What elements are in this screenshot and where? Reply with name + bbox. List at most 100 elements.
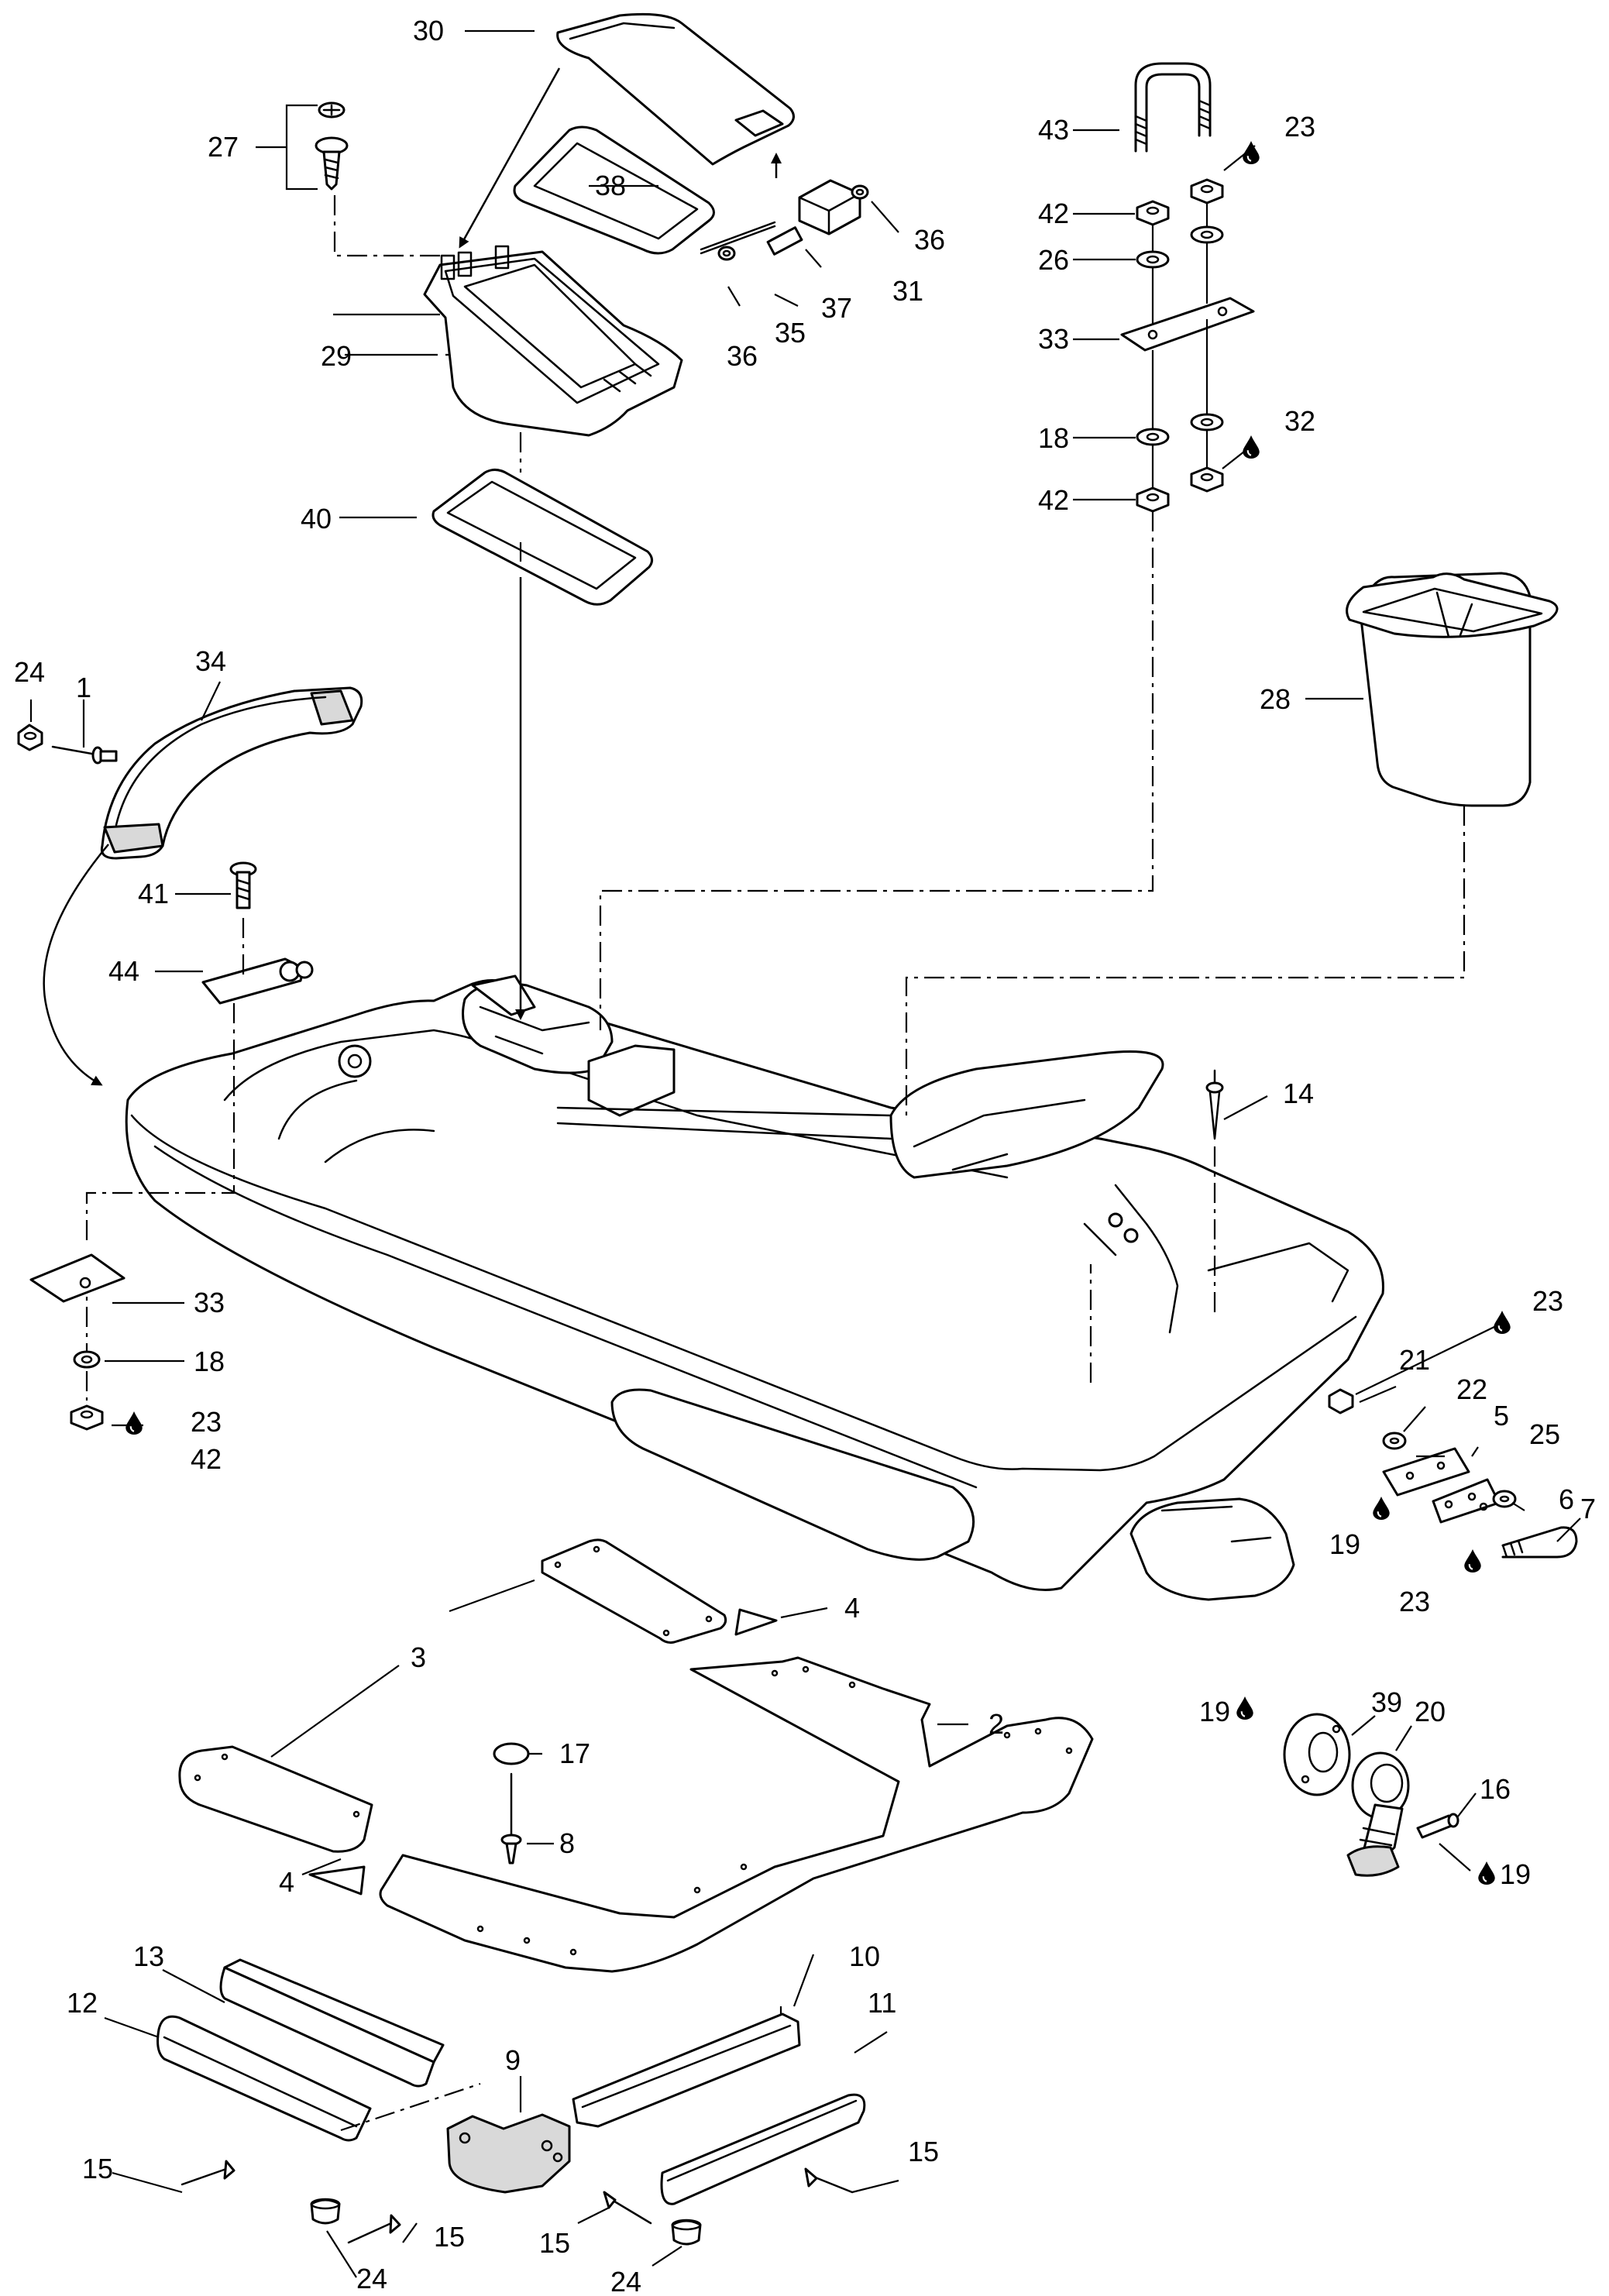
part-plate xyxy=(1432,1478,1501,1524)
part-rivet xyxy=(180,2160,236,2186)
part-washer xyxy=(717,246,736,261)
part-storage-bin xyxy=(1346,572,1559,807)
part-latch xyxy=(798,179,861,235)
part-screw xyxy=(1416,1813,1459,1839)
callout-32: 32 xyxy=(1284,405,1315,437)
part-triangle-plate xyxy=(734,1608,778,1636)
callout-31: 31 xyxy=(892,275,923,307)
part-nut xyxy=(1190,466,1224,493)
callout-29: 29 xyxy=(321,340,352,372)
callout-21: 21 xyxy=(1399,1344,1430,1376)
part-drain-plug xyxy=(1346,1751,1410,1877)
callout-18b: 18 xyxy=(194,1346,225,1377)
lubricant-drop-icon xyxy=(1464,1549,1481,1572)
part-nut xyxy=(1190,178,1224,205)
part-bolt xyxy=(229,861,257,909)
part-nut xyxy=(1328,1388,1354,1414)
part-spring xyxy=(766,226,803,256)
part-cap-nut xyxy=(17,724,43,751)
part-washer xyxy=(1492,1490,1517,1508)
callout-25: 25 xyxy=(1529,1418,1560,1450)
part-plate xyxy=(29,1253,125,1303)
callout-18a: 18 xyxy=(1038,422,1069,454)
part-u-bolt xyxy=(1134,62,1212,153)
part-rub-rail xyxy=(156,2015,372,2142)
callout-24a: 24 xyxy=(14,656,45,688)
part-rivet xyxy=(603,2191,652,2225)
callout-20: 20 xyxy=(1415,1696,1446,1727)
lubricant-drop-icon xyxy=(125,1411,143,1435)
part-nut xyxy=(70,1404,104,1431)
callout-24c: 24 xyxy=(610,2266,641,2296)
callout-16: 16 xyxy=(1480,1773,1511,1805)
callout-15b: 15 xyxy=(908,2136,939,2167)
callout-33b: 33 xyxy=(194,1287,225,1318)
part-nut xyxy=(1136,200,1170,226)
callout-42c: 42 xyxy=(191,1443,222,1475)
part-glove-box xyxy=(423,245,683,437)
callout-15a: 15 xyxy=(82,2153,113,2184)
part-cap xyxy=(671,2219,702,2246)
part-hull xyxy=(125,974,1384,1601)
part-nut xyxy=(1136,486,1170,513)
part-glove-box-gasket xyxy=(431,469,653,606)
callout-13: 13 xyxy=(133,1940,164,1972)
callout-37: 37 xyxy=(821,292,852,324)
part-washer xyxy=(1136,428,1170,446)
callout-26: 26 xyxy=(1038,244,1069,276)
callout-33a: 33 xyxy=(1038,323,1069,355)
callout-10: 10 xyxy=(849,1940,880,1972)
lubricant-drop-icon xyxy=(1494,1311,1511,1334)
part-cap xyxy=(310,2198,341,2225)
callout-39: 39 xyxy=(1371,1686,1402,1718)
part-rub-rail xyxy=(572,2012,801,2128)
callout-5: 5 xyxy=(1494,1400,1509,1432)
lubricant-drop-icon xyxy=(1373,1497,1390,1520)
part-rivet xyxy=(804,2167,854,2194)
callout-23a: 23 xyxy=(1284,111,1315,143)
part-wear-plate xyxy=(541,1538,727,1644)
callout-17: 17 xyxy=(559,1737,590,1769)
callout-42a: 42 xyxy=(1038,198,1069,229)
part-rivet xyxy=(1205,1069,1224,1140)
part-corner-piece xyxy=(446,2113,571,2194)
callout-23b: 23 xyxy=(191,1406,222,1438)
callout-3: 3 xyxy=(411,1641,426,1673)
callout-44: 44 xyxy=(108,955,139,987)
callout-30: 30 xyxy=(413,15,444,46)
callout-2: 2 xyxy=(988,1708,1004,1740)
part-bottom-plate xyxy=(379,1656,1094,1973)
part-washer xyxy=(1136,250,1170,269)
callout-22: 22 xyxy=(1456,1373,1487,1405)
callout-11: 11 xyxy=(868,1987,896,2019)
part-rivet xyxy=(51,745,118,765)
part-washer xyxy=(851,184,869,200)
part-washer xyxy=(73,1350,101,1369)
callout-1: 1 xyxy=(76,672,91,703)
callout-23c: 23 xyxy=(1532,1285,1563,1317)
callout-24b: 24 xyxy=(356,2263,387,2294)
callout-28: 28 xyxy=(1260,683,1291,715)
part-washer xyxy=(1190,413,1224,431)
callout-41: 41 xyxy=(138,878,169,909)
part-washer xyxy=(1190,225,1224,244)
part-cover xyxy=(556,12,795,166)
lubricant-drop-icon xyxy=(1243,435,1260,459)
callout-12: 12 xyxy=(67,1987,98,2019)
part-u-bolt xyxy=(1501,1526,1578,1559)
callout-19a: 19 xyxy=(1329,1528,1360,1560)
part-cover-gasket xyxy=(513,125,715,255)
callout-38: 38 xyxy=(595,170,626,201)
part-washer xyxy=(1382,1432,1407,1450)
callout-19b: 19 xyxy=(1199,1696,1230,1727)
callout-4b: 4 xyxy=(279,1866,294,1898)
callout-15d: 15 xyxy=(539,2227,570,2259)
callout-15c: 15 xyxy=(434,2221,465,2253)
part-drain-gasket xyxy=(1283,1713,1351,1796)
callout-6: 6 xyxy=(1559,1483,1574,1515)
callout-14: 14 xyxy=(1283,1078,1314,1109)
callout-36b: 36 xyxy=(727,340,758,372)
callout-40: 40 xyxy=(301,503,332,534)
callout-8: 8 xyxy=(559,1827,575,1859)
